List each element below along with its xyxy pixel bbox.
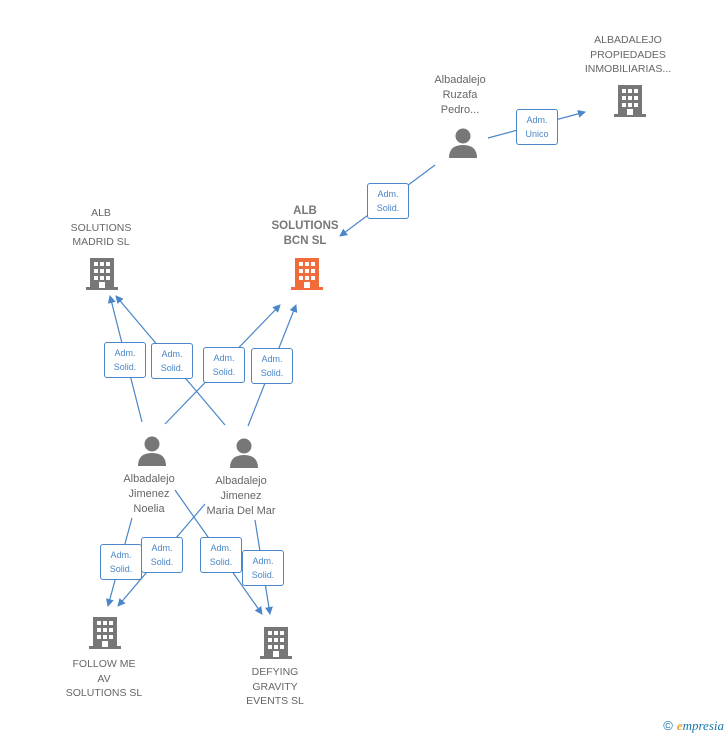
edge-badge[interactable]: Adm. Solid.	[251, 348, 293, 384]
edge-badge[interactable]: Adm. Solid.	[151, 343, 193, 379]
edge-badge[interactable]: Adm. Solid.	[203, 347, 245, 383]
edge-badge[interactable]: Adm. Solid.	[242, 550, 284, 586]
person-icon[interactable]	[228, 438, 260, 468]
node-label-maria: Albadalejo Jimenez Maria Del Mar	[206, 475, 276, 517]
edge-badge[interactable]: Adm. Solid.	[141, 537, 183, 573]
node-label-noelia: Albadalejo Jimenez Noelia	[123, 473, 175, 515]
edge-badge[interactable]: Adm. Solid.	[100, 544, 142, 580]
node-label-alb-madrid: ALB SOLUTIONS MADRID SL	[70, 207, 132, 248]
edge-badge[interactable]: Adm. Solid.	[104, 342, 146, 378]
copyright-symbol: ©	[663, 718, 673, 733]
building-icon[interactable]	[260, 625, 292, 659]
person-icon[interactable]	[447, 128, 479, 158]
brand-initial: e	[676, 718, 683, 733]
building-icon[interactable]	[614, 83, 646, 117]
empresia-logo[interactable]: ©empresia	[663, 718, 724, 734]
node-label-albadalejo-ruzafa: Albadalejo Ruzafa Pedro...	[434, 74, 486, 116]
edge-badge[interactable]: Adm. Unico	[516, 109, 558, 145]
brand-name: mpresia	[682, 718, 724, 733]
building-icon[interactable]	[86, 256, 118, 290]
node-label-followme: FOLLOW ME AV SOLUTIONS SL	[65, 658, 143, 699]
edge-badge[interactable]: Adm. Solid.	[367, 183, 409, 219]
node-label-albadalejo-propiedades: ALBADALEJO PROPIEDADES INMOBILIARIAS...	[584, 34, 672, 75]
person-icon[interactable]	[136, 436, 168, 466]
node-label-defying: DEFYING GRAVITY EVENTS SL	[246, 666, 304, 707]
building-icon[interactable]	[89, 615, 121, 649]
building-icon-highlighted[interactable]	[291, 256, 323, 290]
node-label-alb-bcn: ALB SOLUTIONS BCN SL	[271, 205, 339, 247]
edge-badge[interactable]: Adm. Solid.	[200, 537, 242, 573]
